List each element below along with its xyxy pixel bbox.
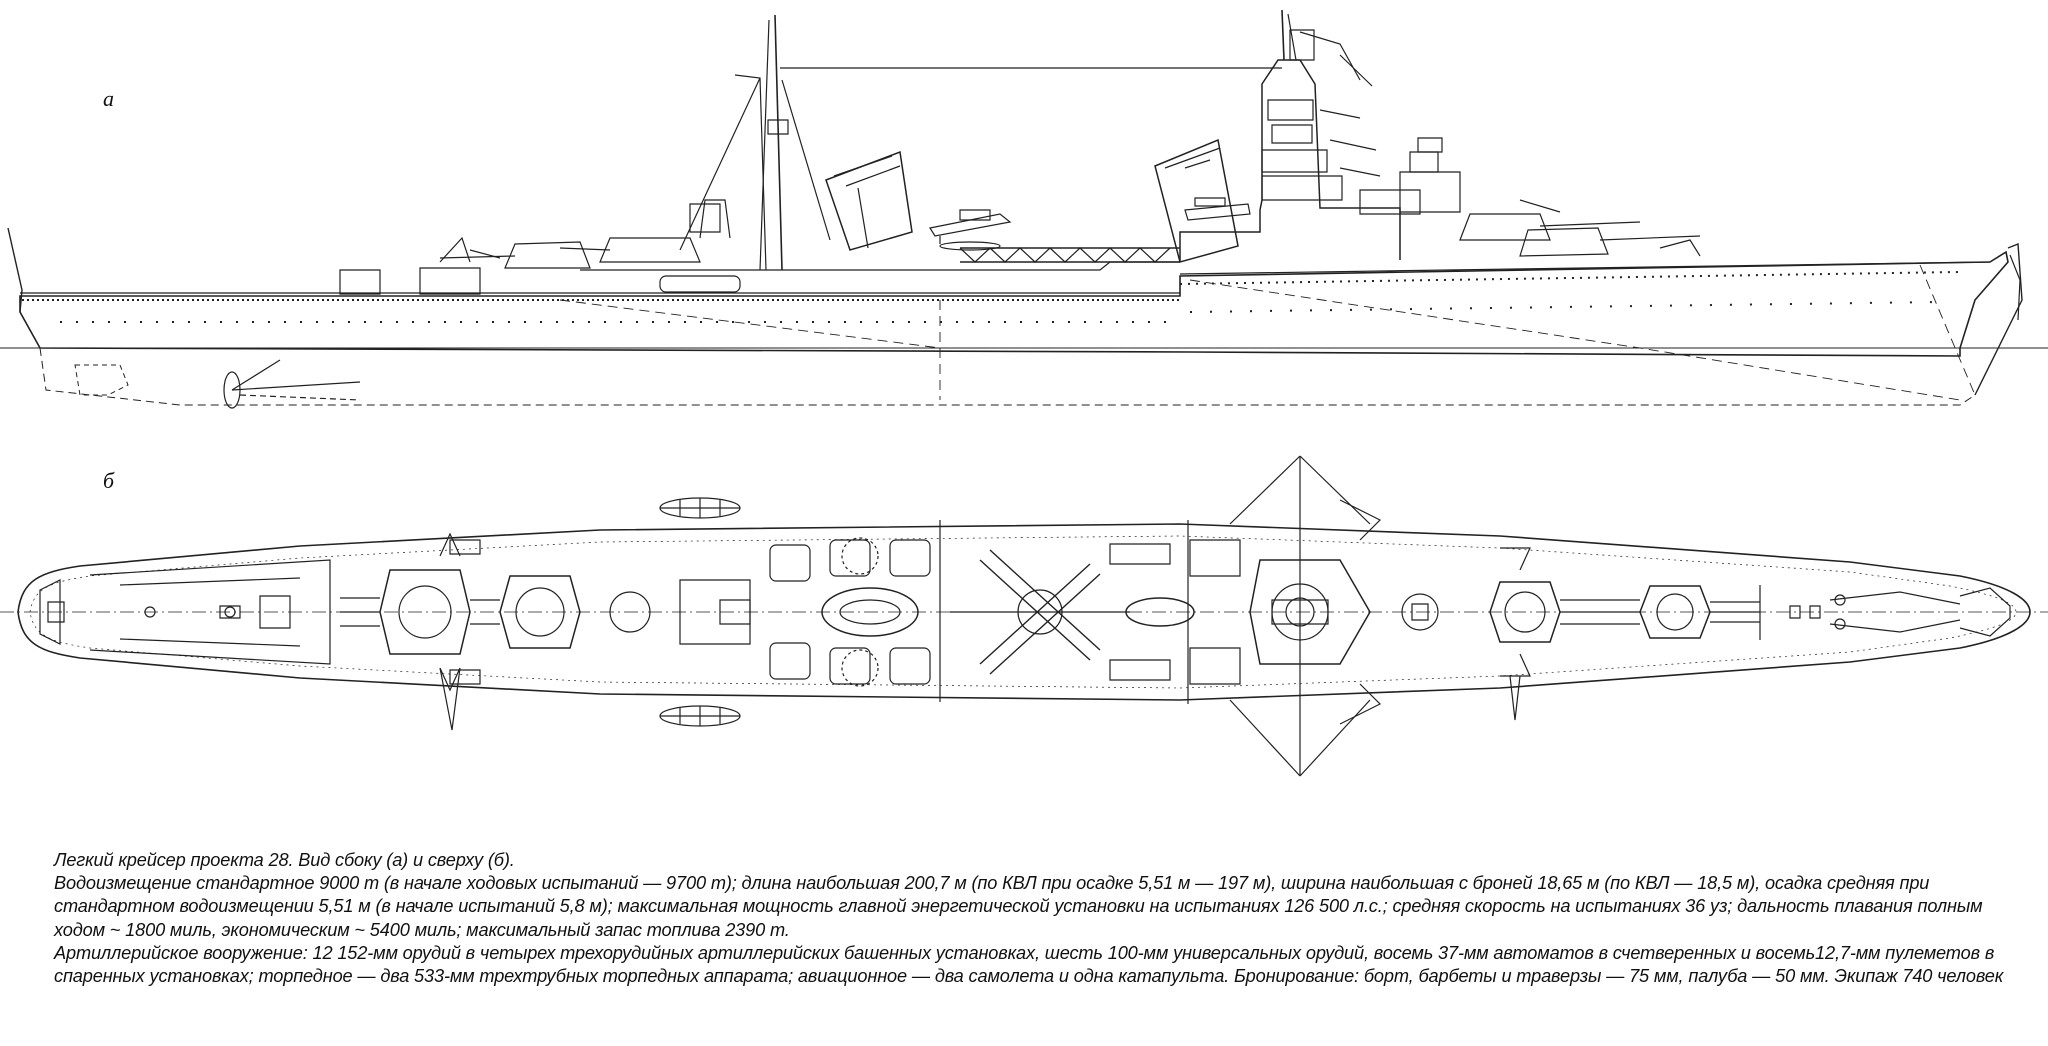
bridge-yardarms [1230,456,1380,776]
side-view-label: а [103,86,114,111]
top-catapult [950,550,1130,674]
caption-armament: Артиллерийское вооружение: 12 152-мм ору… [54,942,2004,987]
seaplane [930,210,1010,250]
top-turret-4 [340,570,470,654]
stem [1975,244,2022,395]
top-hull [18,524,2030,700]
aft-funnel-top [822,588,918,636]
forward-turret-1 [1520,228,1608,256]
top-turret-2 [1490,582,1640,642]
seaplane-forward [1185,198,1250,220]
top-view [0,456,2048,776]
aft-turret-3 [505,242,590,268]
underwater-profile [40,348,1975,405]
top-turret-1 [1640,586,1760,638]
side-boat-stbd-fwd [1500,654,1530,676]
side-hull [20,252,2008,356]
side-view [0,10,2048,408]
forward-funnel [1155,140,1238,262]
boat-boom-port-2 [440,534,460,556]
side-boat-port-fwd [1500,548,1530,570]
forward-funnel-top [1126,598,1194,626]
top-view-label: б [103,468,115,493]
caption: Легкий крейсер проекта 28. Вид сбоку (а)… [54,849,2029,988]
bridge-tower [1180,10,1460,262]
stern [8,228,22,312]
aft-turret-4 [600,238,700,262]
aft-funnel [826,152,912,250]
boat-boom-port [440,668,460,730]
forward-turret-2 [1460,214,1550,240]
top-turret-3 [470,576,580,648]
propeller [224,360,360,408]
caption-specs: Водоизмещение стандартное 9000 т (в нача… [54,873,1983,940]
catapult [960,248,1180,262]
ship-drawing [0,0,2048,820]
top-bridge [1250,560,1370,664]
caption-title: Легкий крейсер проекта 28. Вид сбоку (а)… [54,850,515,870]
aft-mast [680,15,830,270]
